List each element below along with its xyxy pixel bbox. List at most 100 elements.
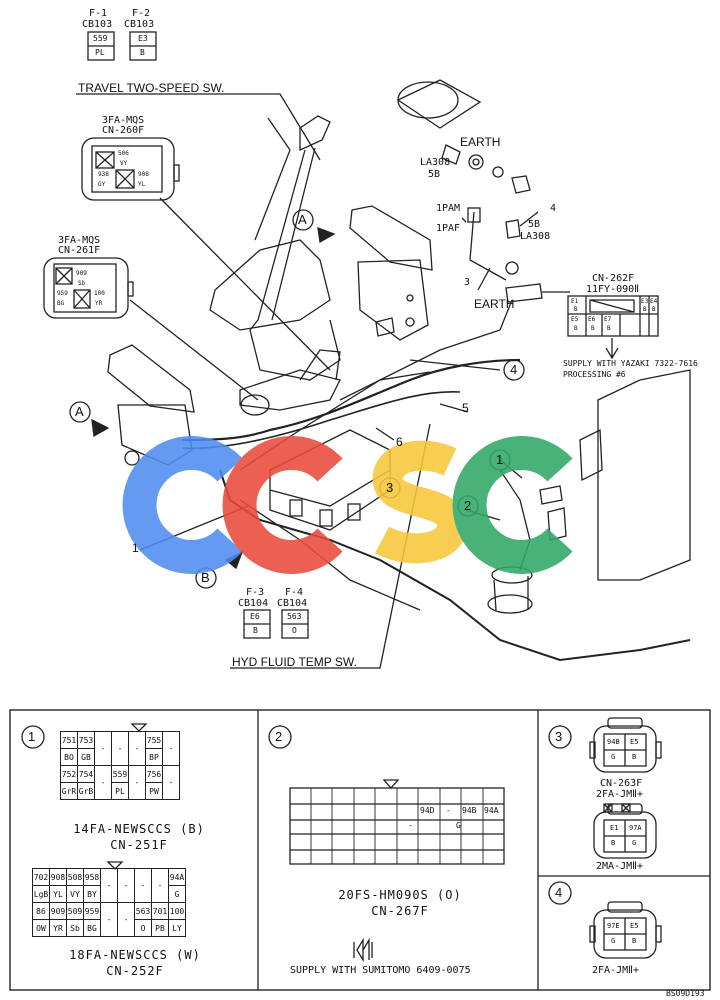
pin-cell: PB: [151, 919, 169, 937]
pin-cell: -: [162, 731, 180, 766]
fuse-f2-color: B: [140, 48, 145, 57]
cn267f-caption: CN-267F: [371, 904, 429, 918]
fuse-f2-id: F-2: [132, 8, 151, 19]
pin-cell: 909: [49, 902, 67, 920]
cn261-pin: YR: [95, 300, 103, 307]
callout-5-label: 5: [462, 401, 469, 415]
jm-pin: E1: [610, 824, 619, 832]
watermark-letter-c-red: [222, 436, 343, 574]
jm-pin: G: [611, 937, 616, 945]
panel2-number: 2: [275, 729, 283, 744]
cn263f-type-caption: 2FA-JMⅡ+: [596, 789, 644, 800]
pin-cell: 959: [83, 902, 101, 920]
fuse-f4-color: O: [292, 626, 297, 635]
pin-cell: PW: [145, 782, 163, 800]
cn260-type-label: 3FA-MQS: [102, 115, 145, 126]
pin-cell: -: [94, 731, 112, 766]
cn262-pin: E7: [604, 316, 612, 323]
cn260-pin: 938: [98, 171, 109, 178]
cn251f-type-caption: 14FA-NEWSCCS (B): [73, 822, 205, 836]
cn262-pin: B: [574, 325, 578, 332]
callout-4-label: 4: [550, 203, 557, 214]
pin-cell: VY: [66, 885, 84, 903]
watermark-letter-c-green: [452, 436, 573, 574]
cn267f-type-caption: 20FS-HM090S (O): [338, 888, 462, 902]
cn261-pin: 959: [57, 290, 68, 297]
pin-cell: 755: [145, 731, 163, 749]
cn267f-pin: 94A: [484, 806, 499, 815]
cn260-pin: GY: [98, 181, 106, 188]
travel-switch-label: TRAVEL TWO-SPEED SW.: [78, 81, 225, 95]
callout-a-left: A: [75, 404, 84, 419]
pin-cell: BG: [83, 919, 101, 937]
fuse-f4-id: F-4: [285, 587, 304, 598]
cn261-pin: Sb: [78, 280, 86, 287]
fuse-f1-conn: CB103: [82, 19, 113, 30]
cn262-pin: B: [574, 306, 578, 313]
pin-cell: 559: [111, 765, 129, 783]
cn262-pin: B: [591, 325, 595, 332]
pin-cell: YL: [49, 885, 67, 903]
fuse-f2-code: E3: [138, 34, 148, 43]
pin-cell: GrB: [77, 782, 95, 800]
pin-cell: 702: [32, 868, 50, 886]
cn263f-pin: E5: [630, 738, 639, 746]
cn261-type-label: 3FA-MQS: [58, 235, 101, 246]
callout-circle-4: 4: [510, 362, 518, 377]
cn260-label: CN-260F: [102, 125, 145, 136]
cn260-pin: VY: [120, 160, 128, 167]
pin-cell: BP: [145, 748, 163, 766]
cn262-pin: E1: [571, 298, 579, 305]
watermark-letter-c-blue: [122, 436, 243, 574]
cn261-pin: BG: [57, 300, 65, 307]
pam-label: 1PAM: [436, 203, 461, 214]
earth-label-bottom: EARTH: [474, 297, 515, 311]
cn267f-pin: -: [446, 806, 451, 815]
cn267f-pin: 94B: [462, 806, 477, 815]
pin-cell: YR: [49, 919, 67, 937]
cn262-pin: B: [607, 325, 611, 332]
pin-cell: GrR: [60, 782, 78, 800]
pin-cell: 508: [66, 868, 84, 886]
earth-label-top: EARTH: [460, 135, 501, 149]
yazaki-processing-label: PROCESSING #6: [563, 370, 626, 379]
fuse-f1-id: F-1: [89, 8, 108, 19]
sumitomo-supply-label: SUPPLY WITH SUMITOMO 6409-0075: [290, 965, 471, 976]
fuse-f4-conn: CB104: [277, 598, 308, 609]
cn267f-pin: G: [456, 821, 461, 830]
fuse-f3-code: E6: [250, 612, 260, 621]
fiveb-label-a: 5B: [428, 169, 441, 180]
pin-cell: PL: [111, 782, 129, 800]
pin-cell: OW: [32, 919, 50, 937]
cn252f-type-caption: 18FA-NEWSCCS (W): [69, 948, 201, 962]
cn260-pin: YL: [138, 181, 146, 188]
pin-cell: 754: [77, 765, 95, 783]
pin-cell: -: [117, 902, 135, 937]
pin-cell: G: [168, 885, 186, 903]
panel4-number: 4: [555, 885, 563, 900]
jm-pin: 97E: [607, 922, 620, 930]
paf-label: 1PAF: [436, 223, 461, 234]
cn267f-pin: -: [408, 821, 413, 830]
pin-cell: -: [128, 731, 146, 766]
cn263f-pin: G: [611, 753, 616, 761]
pin-cell: 756: [145, 765, 163, 783]
pin-cell: -: [151, 868, 169, 903]
hyd-fluid-switch-label: HYD FLUID TEMP SW.: [232, 655, 357, 669]
cn263f-caption: CN-263F: [600, 778, 643, 789]
callout-1-label: 1: [132, 541, 139, 555]
cn262-pin: B: [652, 306, 656, 313]
pin-cell: 958: [83, 868, 101, 886]
drawing-reference: BS09D193: [666, 989, 705, 998]
pin-cell: -: [100, 868, 118, 903]
pin-cell: 752: [60, 765, 78, 783]
jm-pin: E5: [630, 922, 639, 930]
cn262-pin: E4: [650, 298, 658, 305]
fuse-f4-code: 563: [287, 612, 302, 621]
cn267f-pin: 94D: [420, 806, 435, 815]
pin-cell: 100: [168, 902, 186, 920]
pin-cell: -: [100, 902, 118, 937]
pin-cell: 751: [60, 731, 78, 749]
